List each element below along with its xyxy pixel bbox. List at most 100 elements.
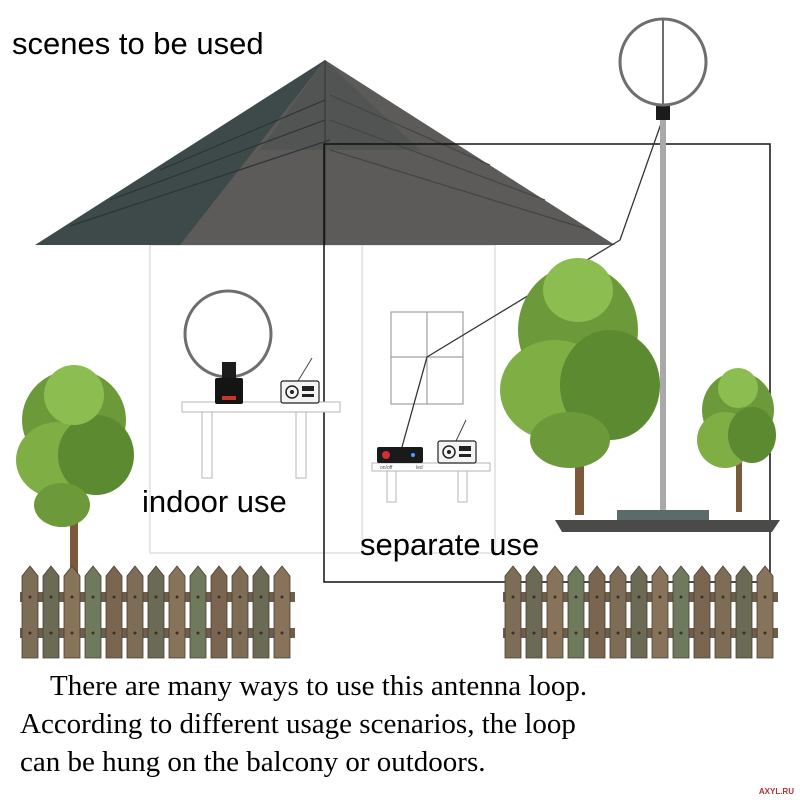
fence-nail [91, 595, 95, 599]
caption-line-3: can be hung on the balcony or outdoors. [20, 746, 486, 778]
caption-line-1: There are many ways to use this antenna … [50, 670, 588, 702]
fence-nail [70, 631, 74, 635]
fence-picket [231, 565, 249, 659]
fence-nail [658, 631, 662, 635]
separate-table [371, 462, 491, 503]
fence-picket [546, 565, 564, 659]
fence-nail [700, 631, 704, 635]
fence-nail [595, 631, 599, 635]
house-roof [35, 60, 615, 245]
fence-nail [742, 631, 746, 635]
fence-picket [252, 565, 270, 659]
fence-nail [637, 631, 641, 635]
balcony-base [555, 510, 780, 532]
fence-picket [672, 565, 690, 659]
indoor-loop-antenna [183, 289, 273, 404]
indoor-table [181, 401, 341, 479]
fence-nail [217, 631, 221, 635]
fence-nail [637, 595, 641, 599]
outdoor-loop-antenna [618, 17, 708, 107]
fence-nail [763, 595, 767, 599]
fence-left [20, 565, 295, 659]
fence-picket [756, 565, 774, 659]
fence-picket [609, 565, 627, 659]
caption: There are many ways to use this antenna … [20, 667, 780, 781]
fence-nail [616, 631, 620, 635]
fence-nail [238, 595, 242, 599]
fence-nail [658, 595, 662, 599]
tree-center [500, 258, 660, 515]
fence-nail [553, 631, 557, 635]
fence-picket [630, 565, 648, 659]
fence-picket [105, 565, 123, 659]
fence-nail [259, 631, 263, 635]
fence-nail [112, 631, 116, 635]
outdoor-pole [656, 106, 670, 510]
fence-nail [280, 631, 284, 635]
tree-left [16, 365, 134, 580]
fence-picket [693, 565, 711, 659]
separate-use-label: separate use [360, 527, 540, 562]
fence-nail [700, 595, 704, 599]
scenes-title: scenes to be used [12, 26, 264, 61]
fence-nail [574, 631, 578, 635]
fence-picket [273, 565, 291, 659]
fence-nail [196, 595, 200, 599]
separate-radio [437, 419, 477, 464]
fence-nail [511, 631, 515, 635]
fence-nail [28, 595, 32, 599]
fence-picket [63, 565, 81, 659]
fence-nail [91, 631, 95, 635]
fence-nail [574, 595, 578, 599]
fence-nail [154, 595, 158, 599]
fence-nail [532, 631, 536, 635]
fence-nail [616, 595, 620, 599]
fence-nail [595, 595, 599, 599]
fence-nail [742, 595, 746, 599]
fence-nail [133, 595, 137, 599]
fence-picket [588, 565, 606, 659]
caption-line-2: According to different usage scenarios, … [20, 708, 576, 740]
fence-nail [280, 595, 284, 599]
fence-nail [721, 595, 725, 599]
indoor-use-label: indoor use [142, 484, 287, 519]
fence-picket [210, 565, 228, 659]
antenna-cable [401, 117, 664, 448]
fence-nail [217, 595, 221, 599]
fence-nail [154, 631, 158, 635]
fence-picket [714, 565, 732, 659]
fence-nail [133, 631, 137, 635]
fence-picket [84, 565, 102, 659]
fence-picket [189, 565, 207, 659]
fence-nail [175, 631, 179, 635]
fence-picket [567, 565, 585, 659]
controller-onoff-label: on/off [380, 465, 393, 471]
watermark: AXYL.RU [758, 787, 794, 796]
controller-box [377, 447, 423, 463]
fence-nail [112, 595, 116, 599]
fence-picket [735, 565, 753, 659]
fence-nail [238, 631, 242, 635]
fence-nail [196, 631, 200, 635]
fence-picket [126, 565, 144, 659]
controller-led-label: led [416, 465, 423, 471]
fence-right [503, 565, 778, 659]
fence-picket [42, 565, 60, 659]
tree-right [697, 368, 776, 512]
fence-nail [679, 631, 683, 635]
fence-nail [511, 595, 515, 599]
fence-picket [504, 565, 522, 659]
fence-nail [721, 631, 725, 635]
fence-picket [525, 565, 543, 659]
fence-nail [532, 595, 536, 599]
fence-nail [49, 595, 53, 599]
fence-nail [553, 595, 557, 599]
fence-nail [28, 631, 32, 635]
fence-nail [679, 595, 683, 599]
fence-nail [763, 631, 767, 635]
fence-nail [259, 595, 263, 599]
indoor-radio [280, 357, 320, 404]
fence-nail [49, 631, 53, 635]
fence-picket [168, 565, 186, 659]
